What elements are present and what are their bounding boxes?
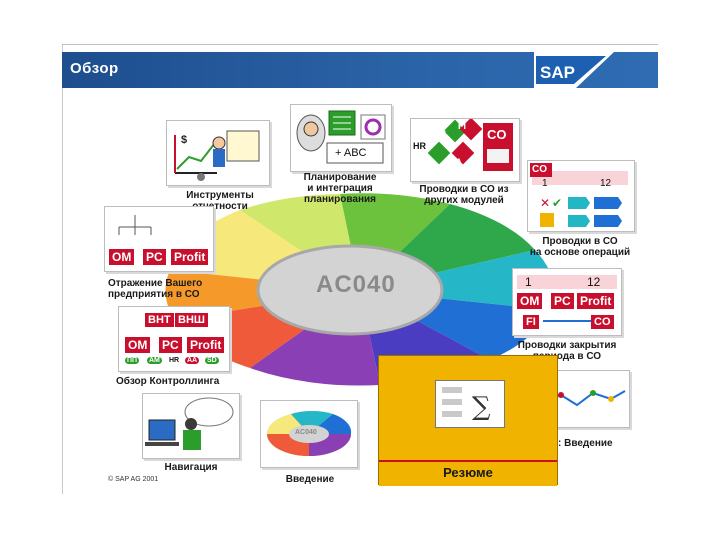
label-controlling-overview: Обзор Контроллинга (116, 376, 220, 387)
closing-period-end: 12 (587, 275, 601, 289)
card-postings-modules[interactable]: MM FI CO HR SD AA (410, 117, 520, 182)
network-icon (544, 390, 626, 407)
chart-person-icon: $ (174, 130, 260, 181)
computer-user-icon (145, 397, 234, 450)
summary-bar: Резюме (379, 460, 557, 486)
svg-text:✕: ✕ (540, 196, 550, 210)
card-planning[interactable]: + ABC (290, 104, 392, 172)
label-navigation: Навигация (164, 462, 218, 473)
summary-label: Резюме (443, 465, 493, 480)
badge-om-close: OM (517, 293, 543, 309)
badge-co-ops: CO (532, 164, 547, 175)
badge-vnt: ВНТ (145, 313, 174, 327)
modules-icon (427, 117, 513, 171)
badge-pc-ctrl: PC (159, 337, 182, 353)
svg-text:✔: ✔ (552, 196, 562, 210)
badge-aa: AA (449, 157, 462, 167)
sum-icon: ∑ (435, 380, 505, 428)
label-reporting-tools: Инструменты отчетности (186, 190, 254, 212)
closing-icon (517, 275, 617, 322)
plus-abc-label: + ABC (335, 147, 367, 159)
badge-vnsh: ВНШ (175, 313, 208, 327)
badge-mm: MM (431, 129, 446, 139)
badge-am: АМ (147, 357, 162, 364)
label-intro: Введение (285, 474, 335, 485)
badge-sd: SD (423, 159, 436, 169)
badge-hr: HR (413, 141, 426, 151)
mini-wheel-label: AC040 (295, 429, 317, 436)
card-controlling-overview[interactable]: ВНТ ВНШ OM PC Profit ПП АМ HR AA SD (118, 306, 230, 372)
period-end: 12 (600, 178, 612, 189)
badge-aa-small: AA (185, 357, 200, 364)
badge-pp: ПП (125, 357, 140, 364)
card-reporting-tools[interactable]: $ (166, 120, 270, 186)
sap-logo: SAP (534, 52, 614, 88)
center-course-label: AC040 (316, 271, 396, 298)
card-summary[interactable]: ∑ Резюме (378, 355, 558, 486)
badge-fi-close: FI (523, 315, 539, 329)
badge-profit-ctrl: Profit (187, 337, 225, 353)
badge-co-close: CO (591, 315, 614, 329)
card-postings-operations[interactable]: ✕ ✔ CO 1 12 (527, 160, 635, 232)
svg-text:SAP: SAP (540, 63, 575, 82)
badge-fi: FI (458, 121, 466, 131)
slide-title: Обзор (70, 60, 119, 77)
badge-co: CO (487, 127, 507, 142)
badge-sd-small: SD (205, 357, 219, 364)
badge-profit-close: Profit (577, 293, 615, 309)
card-intro[interactable]: AC040 (260, 400, 358, 468)
card-navigation[interactable] (142, 393, 240, 459)
period-start: 1 (542, 178, 548, 189)
badge-pc: PC (143, 249, 166, 265)
svg-text:∑: ∑ (472, 392, 491, 422)
label-planning: Планирование и интеграция планирования (303, 172, 377, 205)
planning-icon (296, 110, 386, 164)
badge-om: OM (109, 249, 135, 265)
org-chart-icon (118, 215, 152, 235)
badge-profit: Profit (171, 249, 209, 265)
label-intro-right: : Введение (558, 438, 613, 449)
badge-om-ctrl: OM (125, 337, 151, 353)
card-reflection[interactable]: OM PC Profit (104, 206, 214, 272)
badge-pc-close: PC (551, 293, 574, 309)
operations-icon: ✕ ✔ (530, 163, 628, 227)
closing-period-start: 1 (525, 275, 532, 289)
label-postings-operations: Проводки в СО на основе операций (529, 236, 631, 258)
card-closing-postings[interactable]: 1 12 OM PC Profit FI CO (512, 268, 622, 336)
svg-text:$: $ (181, 134, 187, 146)
top-rule (62, 44, 658, 45)
label-reflection: Отражение Вашего предприятия в СО (108, 278, 203, 300)
mini-wheel-icon (266, 411, 352, 456)
label-postings-modules: Проводки в СО из других модулей (419, 184, 509, 206)
badge-hr-small: HR (169, 357, 180, 364)
copyright: © SAP AG 2001 (108, 476, 159, 483)
